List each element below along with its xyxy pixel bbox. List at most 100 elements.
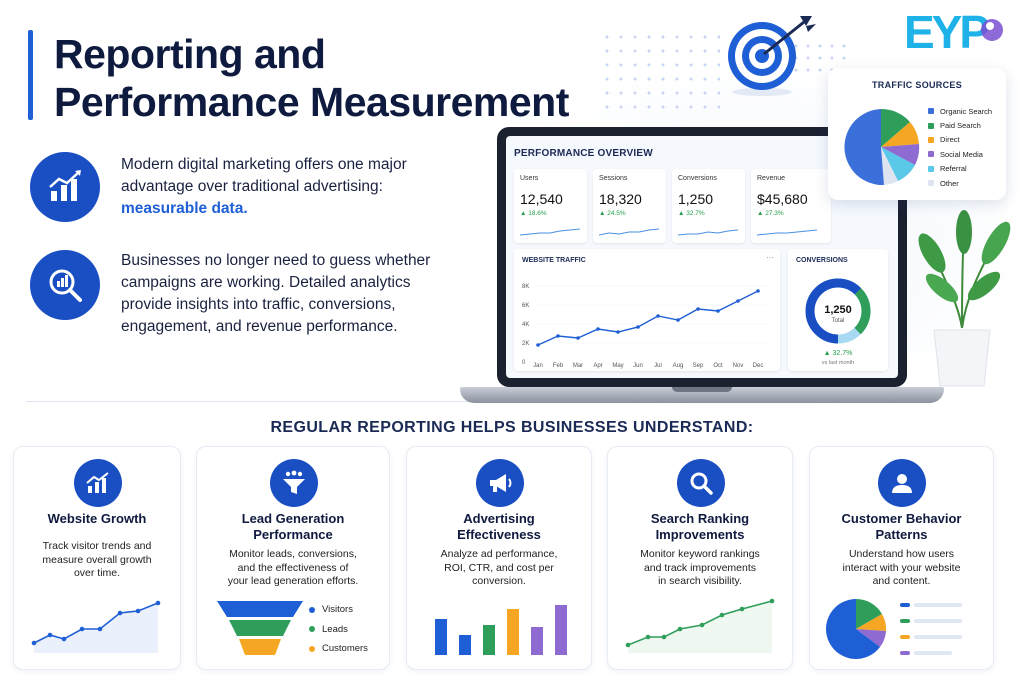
desc-line: Monitor keyword rankings (640, 548, 760, 560)
title-accent-bar (28, 30, 33, 120)
card-title-line: Performance (253, 527, 333, 542)
user-icon (878, 459, 926, 507)
traffic-sources-card: TRAFFIC SOURCES Organic Search Paid Sear… (828, 68, 1006, 200)
x-tick-label: Dec (753, 363, 764, 369)
card-title: Website Growth (14, 511, 180, 527)
donut-value: 1,250 (824, 304, 852, 316)
desc-line: and the effectiveness of (237, 561, 349, 574)
brand-logo: EYP (904, 4, 1014, 58)
card-description: Monitor keyword rankings and track impro… (608, 548, 792, 589)
desc-line: in search visibility. (658, 575, 742, 587)
kpi-label: Sessions (599, 175, 628, 182)
kpi-change: ▲ 27.3% (757, 210, 784, 217)
legend-item: Leads (309, 620, 368, 640)
ad-bar-chart (435, 605, 567, 655)
y-tick-label: 2K (522, 341, 529, 347)
page-title: Reporting and Performance Measurement (54, 30, 569, 126)
card-search-ranking: Search Ranking Improvements Monitor keyw… (607, 446, 793, 670)
x-tick-label: Jun (633, 363, 643, 369)
card-title-line: Lead Generation (241, 511, 345, 526)
behavior-pie-chart (826, 599, 887, 659)
kpi-value: 18,320 (599, 191, 642, 207)
behavior-legend-bars (900, 603, 962, 655)
card-title: Search Ranking Improvements (608, 511, 792, 543)
x-tick-label: Jan (533, 363, 543, 369)
laptop-notch (672, 387, 732, 392)
card-title-line: Customer Behavior (841, 511, 962, 526)
x-tick-label: May (612, 363, 623, 369)
legend-label: Customers (322, 643, 368, 655)
desc-line: ROI, CTR, and cost per (444, 561, 554, 574)
panel-title: CONVERSIONS (796, 257, 848, 264)
desc-line: interact with your website (842, 561, 961, 574)
title-line: Performance Measurement (54, 79, 569, 125)
growth-chart-icon (30, 152, 100, 222)
kpi-card-sessions: Sessions 18,320 ▲ 24.5% (593, 169, 666, 243)
kpi-sparkline (678, 229, 738, 236)
kpi-change: ▲ 32.7% (678, 210, 705, 217)
desc-line: over time. (73, 567, 121, 579)
desc-line: Monitor leads, conversions, (229, 548, 357, 560)
dot-pattern (600, 30, 720, 110)
more-icon[interactable]: ··· (766, 253, 774, 262)
dashboard: PERFORMANCE OVERVIEW Users 12,540 ▲ 18.6… (506, 136, 898, 378)
funnel-legend: Visitors Leads Customers (309, 600, 368, 659)
card-title-line: Advertising (463, 511, 535, 526)
card-title-line: Search Ranking (650, 511, 750, 526)
kpi-sparkline (520, 228, 580, 236)
kpi-sparkline (599, 228, 659, 236)
legend-item: Direct (928, 133, 992, 147)
card-title: Advertising Effectiveness (407, 511, 591, 543)
desc-line: measure overall growth (42, 553, 152, 566)
y-tick-label: 6K (522, 303, 529, 309)
traffic-sources-legend: Organic Search Paid Search Direct Social… (928, 104, 992, 190)
card-title-line: Effectiveness (457, 527, 541, 542)
magnifier-chart-icon (30, 250, 100, 320)
card-title-line: Improvements (655, 527, 745, 542)
traffic-line (537, 290, 759, 346)
desc-line: conversion. (472, 575, 526, 587)
y-tick-label: 0 (522, 360, 526, 366)
panel-title: WEBSITE TRAFFIC (522, 257, 586, 264)
legend-item: Other (928, 176, 992, 190)
funnel-chart (217, 601, 303, 655)
x-tick-labels: Jan Feb Mar Apr May Jun Jul Aug Sep Oct … (533, 363, 763, 369)
kpi-card-conversions: Conversions 1,250 ▲ 32.7% (672, 169, 745, 243)
kpi-card-users: Users 12,540 ▲ 18.6% (514, 169, 587, 243)
card-title: Lead Generation Performance (197, 511, 389, 543)
legend-label: Organic Search (940, 106, 993, 116)
traffic-sources-pie (844, 108, 920, 186)
legend-item: Visitors (309, 600, 368, 620)
card-title: Customer Behavior Patterns (810, 511, 993, 543)
legend-item: Referral (928, 162, 992, 176)
intro-highlight: measurable data. (121, 200, 248, 217)
x-tick-label: Oct (713, 363, 723, 369)
target-icon (720, 12, 820, 98)
desc-line: and track improvements (643, 561, 757, 574)
intro-paragraph-1: Modern digital marketing offers one majo… (121, 154, 461, 220)
kpi-change: ▲ 24.5% (599, 210, 626, 217)
legend-item: Customers (309, 639, 368, 659)
plant-decoration (912, 208, 1012, 388)
kpi-value: $45,680 (757, 191, 808, 207)
funnel-people-icon (270, 459, 318, 507)
title-line: Reporting and (54, 31, 326, 77)
desc-line: your lead generation efforts. (227, 575, 359, 587)
x-tick-label: Aug (673, 363, 684, 369)
legend-label: Leads (322, 623, 348, 635)
donut-sub: Total (832, 318, 845, 324)
legend-label: Referral (940, 164, 967, 174)
x-tick-label: Feb (553, 363, 564, 369)
card-customer-behavior: Customer Behavior Patterns Understand ho… (809, 446, 994, 670)
traffic-line-chart: 8K 6K 4K 2K 0 Jan (522, 284, 772, 369)
x-tick-label: Mar (573, 363, 583, 369)
intro-paragraph-2: Businesses no longer need to guess wheth… (121, 252, 431, 335)
kpi-sparkline (757, 229, 817, 236)
kpi-card-revenue: Revenue $45,680 ▲ 27.3% (751, 169, 831, 243)
y-tick-label: 4K (522, 322, 529, 328)
kpi-label: Revenue (757, 175, 786, 182)
intro-text: Modern digital marketing offers one majo… (121, 156, 407, 195)
x-tick-label: Jul (654, 363, 662, 369)
growth-line-chart (31, 600, 161, 653)
kpi-label: Conversions (678, 175, 717, 182)
